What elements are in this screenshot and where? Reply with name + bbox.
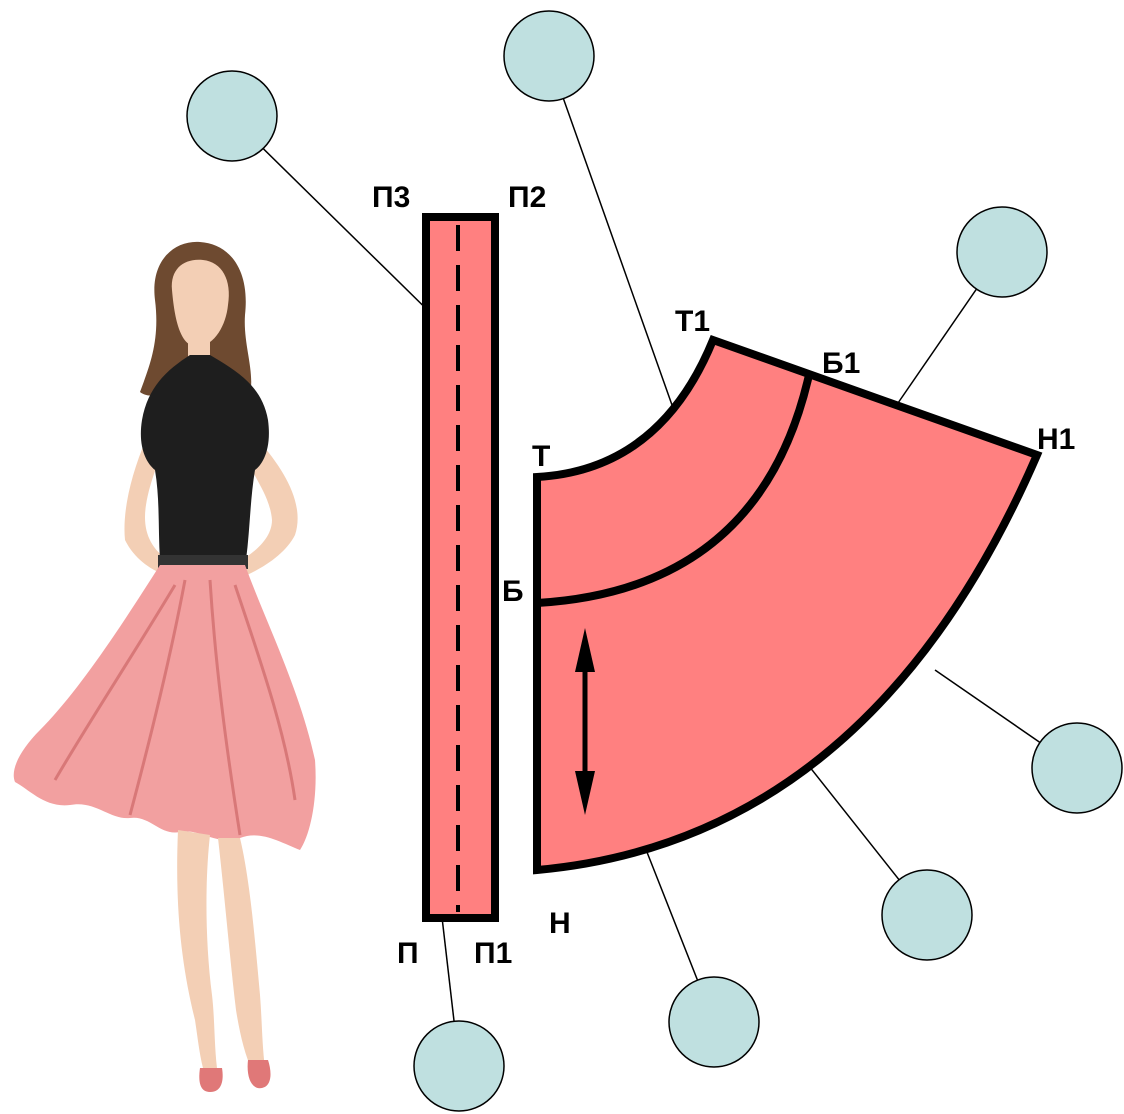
label-b1: Б1 bbox=[822, 347, 860, 380]
fashion-figure-illustration bbox=[13, 241, 316, 1092]
callout-circle-hem-edge bbox=[1031, 722, 1123, 814]
left-arm bbox=[124, 430, 168, 575]
label-n: Н bbox=[549, 907, 571, 940]
top bbox=[140, 355, 269, 560]
label-p2: П2 bbox=[508, 181, 546, 214]
right-shoe bbox=[247, 1060, 271, 1089]
callout-circle-waistline-edge bbox=[956, 206, 1048, 298]
callout-circle-waistband-bottom bbox=[413, 1020, 505, 1112]
waistband-pattern-piece bbox=[422, 213, 499, 922]
right-arm bbox=[236, 440, 298, 578]
waistband-rect bbox=[422, 213, 499, 922]
waistband-point-labels: П3 П2 П П1 bbox=[372, 181, 546, 970]
skirt-fold-3 bbox=[53, 584, 177, 781]
panel-point-labels: Т Т1 Б Б1 Н Н1 bbox=[502, 305, 1075, 940]
skirt-panel-pattern-piece bbox=[533, 334, 1043, 875]
skirt bbox=[13, 565, 316, 850]
callout-circle-waistband-fold bbox=[186, 70, 278, 162]
label-p1: П1 bbox=[474, 937, 512, 970]
callout-circles bbox=[186, 10, 1123, 1112]
label-p: П bbox=[397, 937, 419, 970]
label-t: Т bbox=[532, 440, 550, 473]
callout-circle-yoke bbox=[503, 10, 595, 102]
yoke-seam-line bbox=[536, 374, 813, 607]
skirt-fold-2 bbox=[208, 579, 242, 836]
skirt-panel-outline bbox=[533, 334, 1043, 875]
leader-waistband-fold bbox=[231, 117, 459, 341]
grain-line-arrow-icon bbox=[575, 628, 595, 815]
label-p3: П3 bbox=[372, 181, 410, 214]
callout-circle-grain-line bbox=[668, 976, 760, 1068]
skirt-fold-1 bbox=[128, 579, 187, 816]
label-b: Б bbox=[502, 575, 524, 608]
right-leg bbox=[218, 838, 265, 1070]
left-shoe bbox=[199, 1068, 223, 1092]
label-n1: Н1 bbox=[1037, 423, 1075, 456]
left-leg bbox=[177, 830, 218, 1075]
callout-circle-yoke-seam bbox=[881, 869, 973, 961]
label-t1: Т1 bbox=[675, 305, 710, 338]
skirt-fold-4 bbox=[233, 584, 297, 801]
face bbox=[171, 259, 229, 347]
leader-yoke bbox=[548, 57, 673, 406]
